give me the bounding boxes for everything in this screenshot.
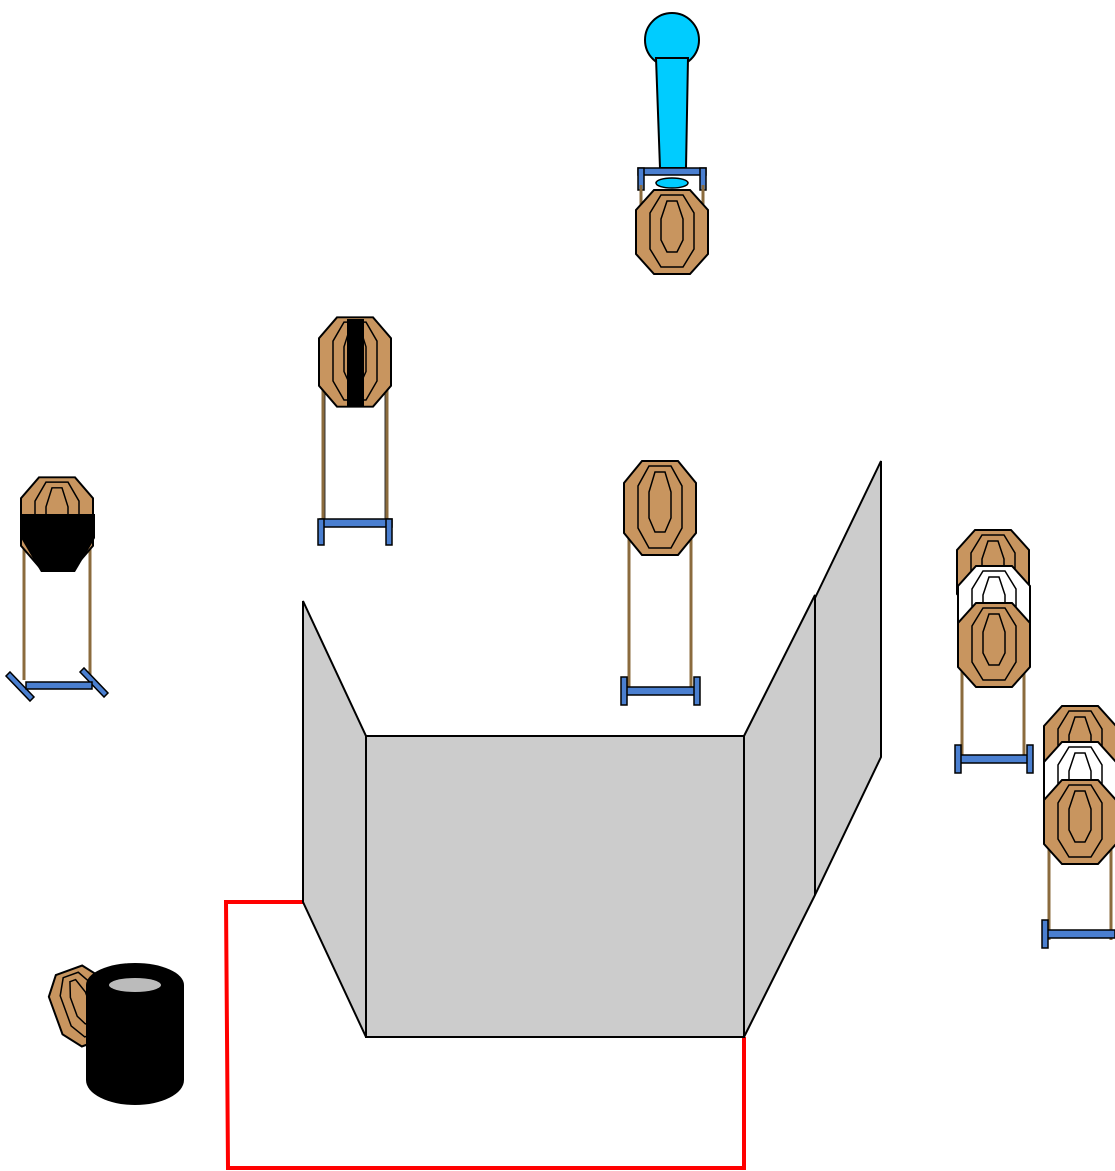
- tire-hole: [109, 978, 161, 992]
- shooting-box-fault-line: [223, 900, 746, 1170]
- wall-left: [302, 600, 367, 1038]
- target-behind-popper: [635, 185, 709, 275]
- target-hardcover-stripe: [317, 316, 393, 546]
- target-group-right-2: [1041, 705, 1115, 949]
- paper-target-center: [620, 460, 701, 706]
- popper-steel-target: [637, 12, 707, 191]
- wall-far-right: [814, 460, 882, 896]
- wall-front: [365, 735, 745, 1038]
- tire-stack-with-target: [47, 963, 184, 1105]
- wall-right: [743, 594, 816, 1038]
- target-hardcover-lower: [4, 476, 110, 703]
- barricade-walls: [302, 460, 882, 1038]
- target-group-right-1: [954, 529, 1034, 774]
